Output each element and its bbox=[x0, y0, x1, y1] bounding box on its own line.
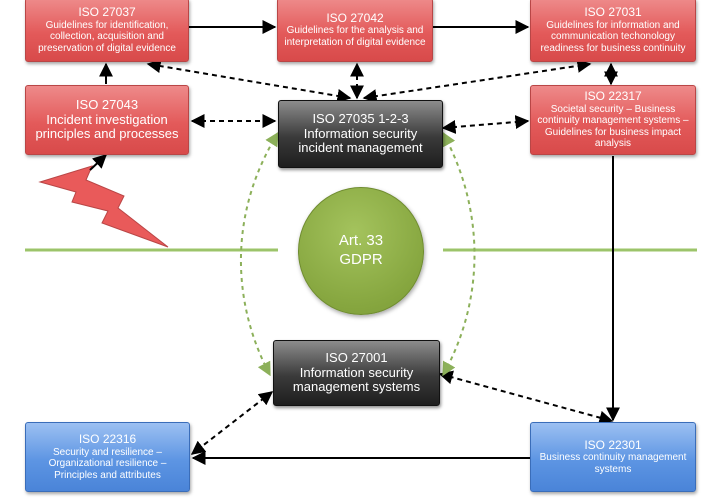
dashed-arrow-27001-22301 bbox=[438, 370, 614, 425]
node-iso-22317: ISO 22317 Societal security – Business c… bbox=[530, 85, 696, 155]
node-description: Information security management systems bbox=[292, 364, 421, 395]
dashed-arrow-27035-27031 bbox=[362, 58, 592, 104]
node-iso-27001: ISO 27001 Information security managemen… bbox=[273, 340, 440, 406]
node-code: ISO 27031 bbox=[584, 4, 642, 19]
arrow-bolt-to-27043 bbox=[89, 154, 108, 171]
node-description: Incident investigation principles and pr… bbox=[35, 111, 179, 142]
node-description: Societal security – Business continuity … bbox=[537, 103, 689, 150]
node-code: ISO 27035 1-2-3 bbox=[312, 110, 409, 126]
dashed-arrow-27001-22316 bbox=[190, 391, 274, 455]
dashed-arrow-27035-22317 bbox=[441, 115, 530, 134]
node-iso-27042: ISO 27042 Guidelines for the analysis an… bbox=[277, 0, 433, 62]
node-iso-27037: ISO 27037 Guidelines for identification,… bbox=[25, 0, 189, 62]
node-iso-27031: ISO 27031 Guidelines for information and… bbox=[530, 0, 696, 62]
node-iso-27043: ISO 27043 Incident investigation princip… bbox=[25, 85, 189, 155]
node-iso-22316: ISO 22316 Security and resilience – Orga… bbox=[25, 422, 190, 492]
lightning-bolt-icon bbox=[38, 165, 169, 248]
gdpr-article: Art. 33 bbox=[338, 232, 384, 250]
dashed-curve-left bbox=[239, 131, 279, 377]
gdpr-circle: Art. 33 GDPR bbox=[298, 187, 424, 315]
node-description: Guidelines for the analysis and interpre… bbox=[284, 25, 426, 48]
node-code: ISO 22316 bbox=[78, 431, 137, 446]
dashed-arrow-27035-27037 bbox=[146, 59, 352, 103]
node-code: ISO 22317 bbox=[584, 89, 642, 104]
node-description: Guidelines for information and communica… bbox=[540, 19, 686, 54]
node-code: ISO 27037 bbox=[78, 4, 136, 19]
node-code: ISO 27001 bbox=[325, 349, 388, 365]
dashed-curve-right bbox=[442, 131, 476, 377]
node-iso-27035: ISO 27035 1-2-3 Information security inc… bbox=[278, 100, 443, 168]
node-description: Business continuity management systems bbox=[539, 452, 687, 475]
node-description: Guidelines for identification, collectio… bbox=[38, 19, 176, 54]
gdpr-label: GDPR bbox=[339, 251, 383, 268]
node-code: ISO 22301 bbox=[584, 437, 642, 452]
node-code: ISO 27042 bbox=[326, 10, 384, 25]
node-description: Information security incident management bbox=[298, 125, 423, 156]
node-iso-22301: ISO 22301 Business continuity management… bbox=[530, 422, 696, 492]
node-code: ISO 27043 bbox=[75, 96, 139, 112]
node-description: Security and resilience – Organizational… bbox=[48, 446, 167, 481]
